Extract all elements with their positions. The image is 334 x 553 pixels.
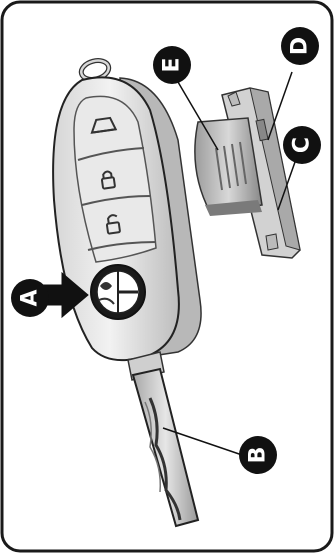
callout-d: D — [281, 27, 319, 65]
battery-ribs — [215, 141, 247, 191]
callout-c: C — [283, 126, 321, 164]
callout-d-label: D — [288, 37, 313, 55]
leader-b — [162, 427, 246, 457]
leader-e — [177, 81, 219, 151]
key-blade — [131, 367, 200, 528]
leader-c — [277, 161, 296, 211]
button-divider-3 — [87, 241, 157, 251]
cover-tab-bottom — [265, 233, 279, 251]
brand-badge-icon — [90, 264, 146, 320]
key-fob — [52, 58, 202, 381]
unlock-icon — [105, 214, 121, 235]
callout-e: E — [153, 46, 191, 84]
trunk-icon — [90, 116, 118, 134]
blade-body — [131, 367, 200, 528]
button-divider-2 — [81, 195, 151, 206]
callout-c-label: C — [290, 137, 315, 153]
leader-lines — [162, 71, 296, 457]
button-divider-1 — [77, 147, 145, 161]
blade-groove — [148, 397, 182, 521]
battery-cover-assembly — [194, 87, 301, 259]
callout-a: A — [11, 279, 49, 317]
callout-b: B — [239, 436, 277, 474]
lock-icon — [100, 170, 116, 190]
cover-slot — [255, 118, 269, 142]
callout-a-label: A — [18, 289, 43, 306]
cover-tab-top — [227, 91, 241, 107]
leader-d — [267, 71, 293, 141]
callout-e-label: E — [160, 57, 185, 72]
button-panel — [73, 95, 157, 263]
battery-shadow — [205, 200, 262, 216]
callout-b-label: B — [246, 447, 271, 464]
